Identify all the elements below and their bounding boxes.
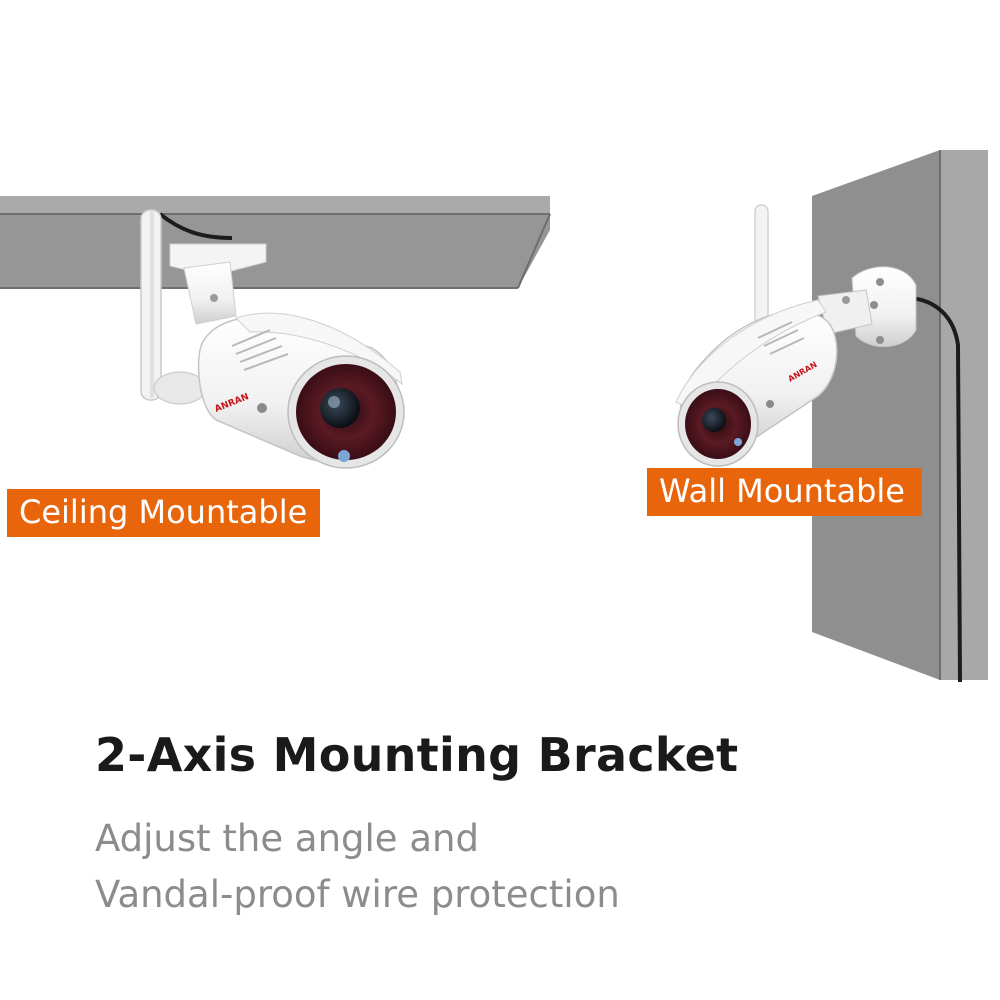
page-title: 2-Axis Mounting Bracket — [95, 728, 739, 782]
ceiling-mountable-label: Ceiling Mountable — [7, 489, 320, 537]
ceiling-slab — [0, 196, 551, 289]
wall-mountable-label: Wall Mountable — [647, 468, 922, 516]
wall-camera — [675, 204, 917, 467]
wall-column — [812, 150, 988, 680]
subtitle-line-2: Vandal-proof wire protection — [95, 873, 620, 916]
wall-cable — [909, 296, 962, 683]
subtitle-line-1: Adjust the angle and — [95, 817, 479, 860]
ceiling-cable — [158, 212, 233, 240]
ceiling-camera — [140, 209, 405, 469]
